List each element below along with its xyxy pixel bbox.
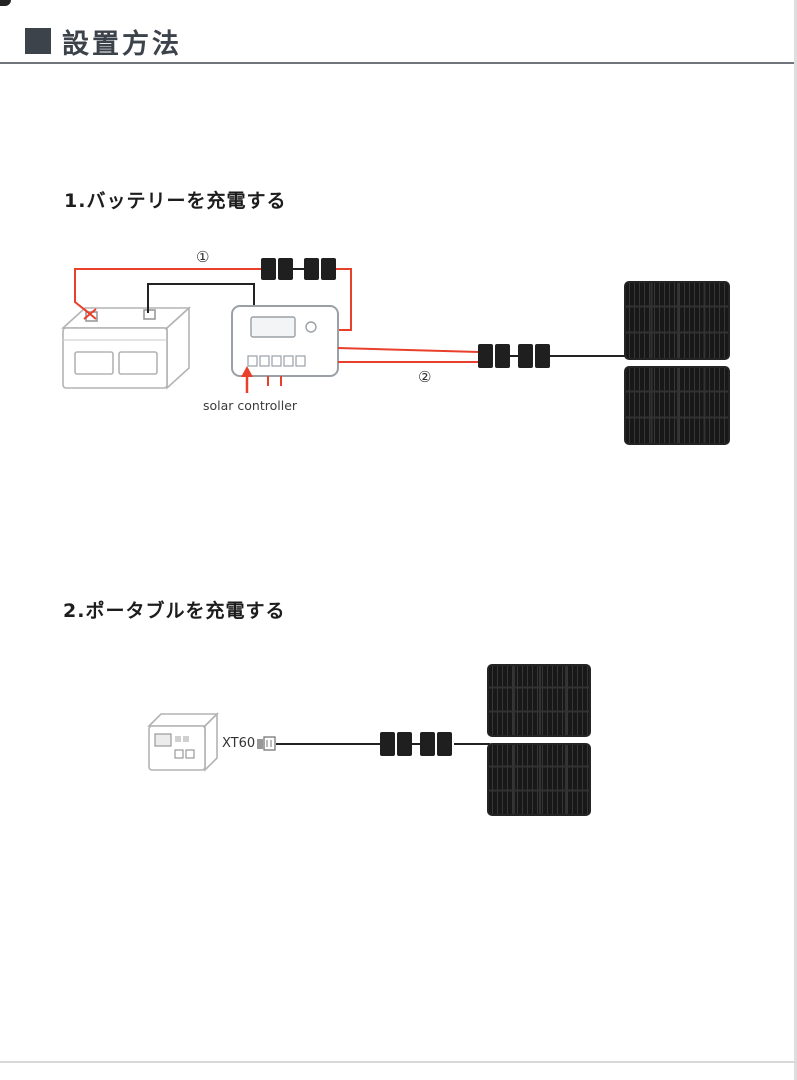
battery-illustration (60, 306, 192, 390)
section-1-title: 1.バッテリーを充電する (64, 190, 287, 212)
battery-positive-wire (74, 268, 261, 315)
portable-power-station-illustration (147, 712, 219, 772)
page-title: 設置方法 (62, 29, 182, 60)
solar-controller-illustration (231, 305, 339, 386)
header-square-icon (25, 28, 51, 54)
battery-negative-wire (147, 283, 255, 313)
page-right-edge (794, 0, 797, 1080)
solar-panel-1-bottom-half (624, 366, 730, 445)
solar-panel-2 (487, 664, 591, 816)
controller-to-panel-wire-upper (337, 347, 480, 353)
mc4-connector-pair-top (261, 258, 336, 280)
pointer-arrow-icon (241, 366, 253, 393)
wire-2-label: ② (418, 368, 432, 386)
mc4-connector-pair-bottom (380, 732, 452, 756)
section-2-title: 2.ポータブルを充電する (63, 600, 286, 622)
wire-1-label: ① (196, 248, 210, 266)
mc4-connector-pair-mid (478, 344, 550, 368)
solar-panel-1 (624, 281, 730, 445)
header-divider (0, 62, 797, 64)
xt60-label: XT60 (222, 736, 256, 751)
scan-corner-artifact (0, 0, 11, 6)
connector-to-controller-wire (336, 268, 352, 331)
solar-controller-label: solar controller (203, 398, 298, 413)
solar-panel-1-top-half (624, 281, 730, 360)
solar-panel-2-top-half (487, 664, 591, 737)
page-bottom-edge (0, 1061, 797, 1063)
solar-panel-2-bottom-half (487, 743, 591, 816)
xt60-plug-icon (257, 736, 276, 751)
